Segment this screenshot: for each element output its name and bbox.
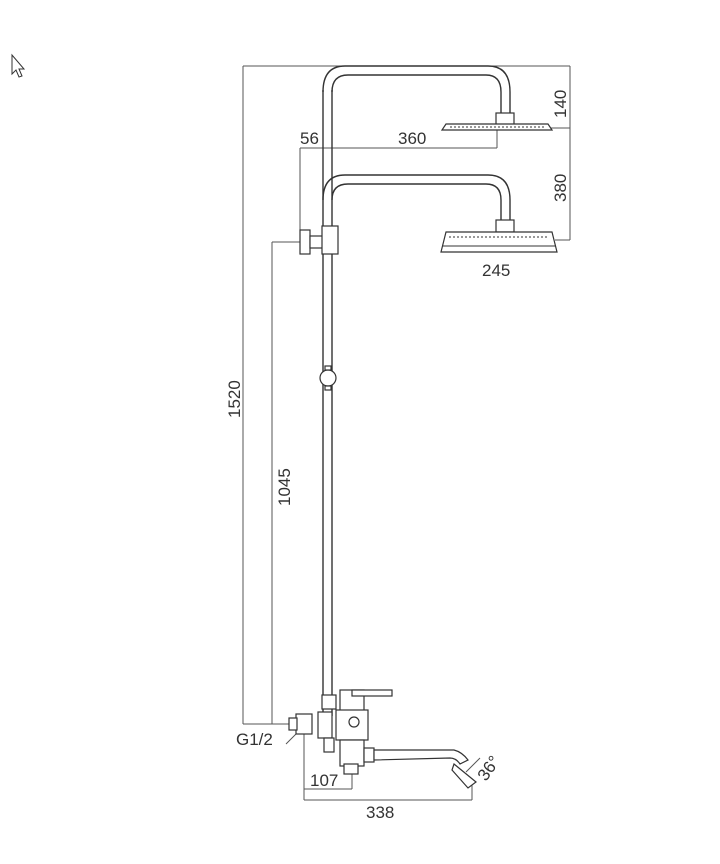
dim-107: 107: [310, 771, 338, 790]
dim-380: 380: [551, 174, 570, 202]
wall-bracket-upper: [299, 225, 339, 255]
dim-angle: 36°: [474, 752, 504, 784]
dim-56: 56: [300, 129, 319, 148]
slide-holder: [319, 365, 337, 391]
dim-245: 245: [482, 261, 510, 280]
lower-shower-head: [440, 231, 558, 253]
mixer-valve: [288, 689, 393, 775]
dim-140: 140: [551, 90, 570, 118]
top-shower-head: [440, 123, 554, 131]
dim-1045: 1045: [275, 468, 294, 506]
arrow-cursor-icon: [11, 53, 26, 78]
dimension-lines: [242, 65, 571, 801]
dim-thread: G1/2: [236, 730, 273, 749]
dim-338: 338: [366, 803, 394, 822]
dim-1520: 1520: [225, 380, 244, 418]
dim-360: 360: [398, 129, 426, 148]
shower-column: [322, 65, 515, 716]
bath-spout: [373, 749, 481, 789]
